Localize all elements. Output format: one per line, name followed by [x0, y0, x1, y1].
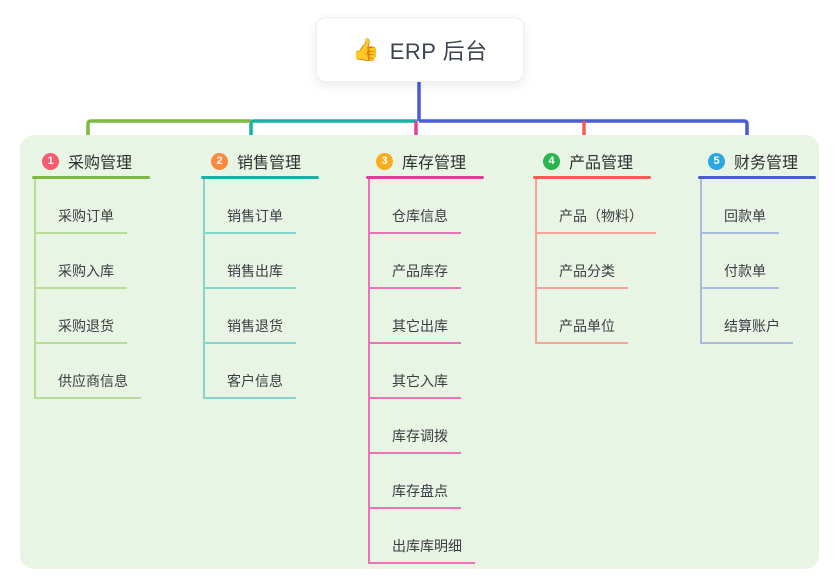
branch-items: 产品（物料） 产品分类 产品单位: [535, 179, 656, 344]
mindmap-item[interactable]: 库存调拨: [368, 399, 475, 454]
badge-1: 1: [42, 152, 59, 170]
mindmap-item[interactable]: 其它入库: [368, 344, 475, 399]
mindmap-item[interactable]: 产品（物料）: [535, 179, 656, 234]
mindmap-item[interactable]: 产品分类: [535, 234, 656, 289]
mindmap-item[interactable]: 产品库存: [368, 234, 475, 289]
branch-items: 销售订单 销售出库 销售退货 客户信息: [203, 179, 296, 399]
branch-node-purchase[interactable]: 1 采购管理: [34, 149, 132, 173]
mindmap-item[interactable]: 其它出库: [368, 289, 475, 344]
branch-underline: [32, 176, 150, 179]
root-node-erp[interactable]: 👍 ERP 后台: [316, 17, 524, 82]
branch-title-purchase: 采购管理: [68, 155, 133, 172]
mindmap-item[interactable]: 付款单: [700, 234, 793, 289]
mindmap-item[interactable]: 产品单位: [535, 289, 656, 344]
mindmap-item[interactable]: 出库库明细: [368, 509, 475, 564]
branch-node-finance[interactable]: 5 财务管理: [700, 149, 798, 173]
badge-4: 4: [543, 152, 560, 170]
mindmap-item[interactable]: 销售出库: [203, 234, 296, 289]
branch-underline: [366, 176, 484, 179]
branch-items: 仓库信息 产品库存 其它出库 其它入库 库存调拨 库存盘点 出库库明细: [368, 179, 475, 564]
branch-items: 采购订单 采购入库 采购退货 供应商信息: [34, 179, 141, 399]
mindmap-item[interactable]: 客户信息: [203, 344, 296, 399]
mindmap-item[interactable]: 销售退货: [203, 289, 296, 344]
connector-root-finance: [417, 82, 749, 142]
branch-underline: [201, 176, 319, 179]
branch-underline: [698, 176, 816, 179]
mindmap-item[interactable]: 销售订单: [203, 179, 296, 234]
mindmap-item[interactable]: 采购退货: [34, 289, 141, 344]
mindmap-item[interactable]: 仓库信息: [368, 179, 475, 234]
badge-3: 3: [376, 152, 393, 170]
branch-node-product[interactable]: 4 产品管理: [535, 149, 633, 173]
mindmap-item[interactable]: 采购订单: [34, 179, 141, 234]
branch-title-finance: 财务管理: [734, 155, 799, 172]
mindmap-item[interactable]: 采购入库: [34, 234, 141, 289]
mindmap-item[interactable]: 供应商信息: [34, 344, 141, 399]
branch-spine-line: [34, 179, 36, 399]
branch-title-sales: 销售管理: [237, 155, 302, 172]
branch-title-inventory: 库存管理: [402, 155, 467, 172]
root-title: ERP 后台: [389, 38, 488, 64]
branch-spine-line: [700, 179, 702, 344]
branch-items: 回款单 付款单 结算账户: [700, 179, 793, 344]
mindmap-item[interactable]: 库存盘点: [368, 454, 475, 509]
branch-node-sales[interactable]: 2 销售管理: [203, 149, 301, 173]
mindmap-item[interactable]: 回款单: [700, 179, 793, 234]
branch-title-product: 产品管理: [569, 155, 634, 172]
branch-spine-line: [535, 179, 537, 344]
badge-2: 2: [211, 152, 228, 170]
mindmap-item[interactable]: 结算账户: [700, 289, 793, 344]
branch-node-inventory[interactable]: 3 库存管理: [368, 149, 466, 173]
branch-underline: [533, 176, 651, 179]
badge-5: 5: [708, 152, 725, 170]
thumbs-up-icon: 👍: [352, 36, 380, 62]
branch-spine-line: [203, 179, 205, 399]
branch-spine-line: [368, 179, 370, 564]
branches-panel: 1 采购管理 采购订单 采购入库 采购退货 供应商信息 2 销售管理 销售订单 …: [20, 135, 819, 569]
